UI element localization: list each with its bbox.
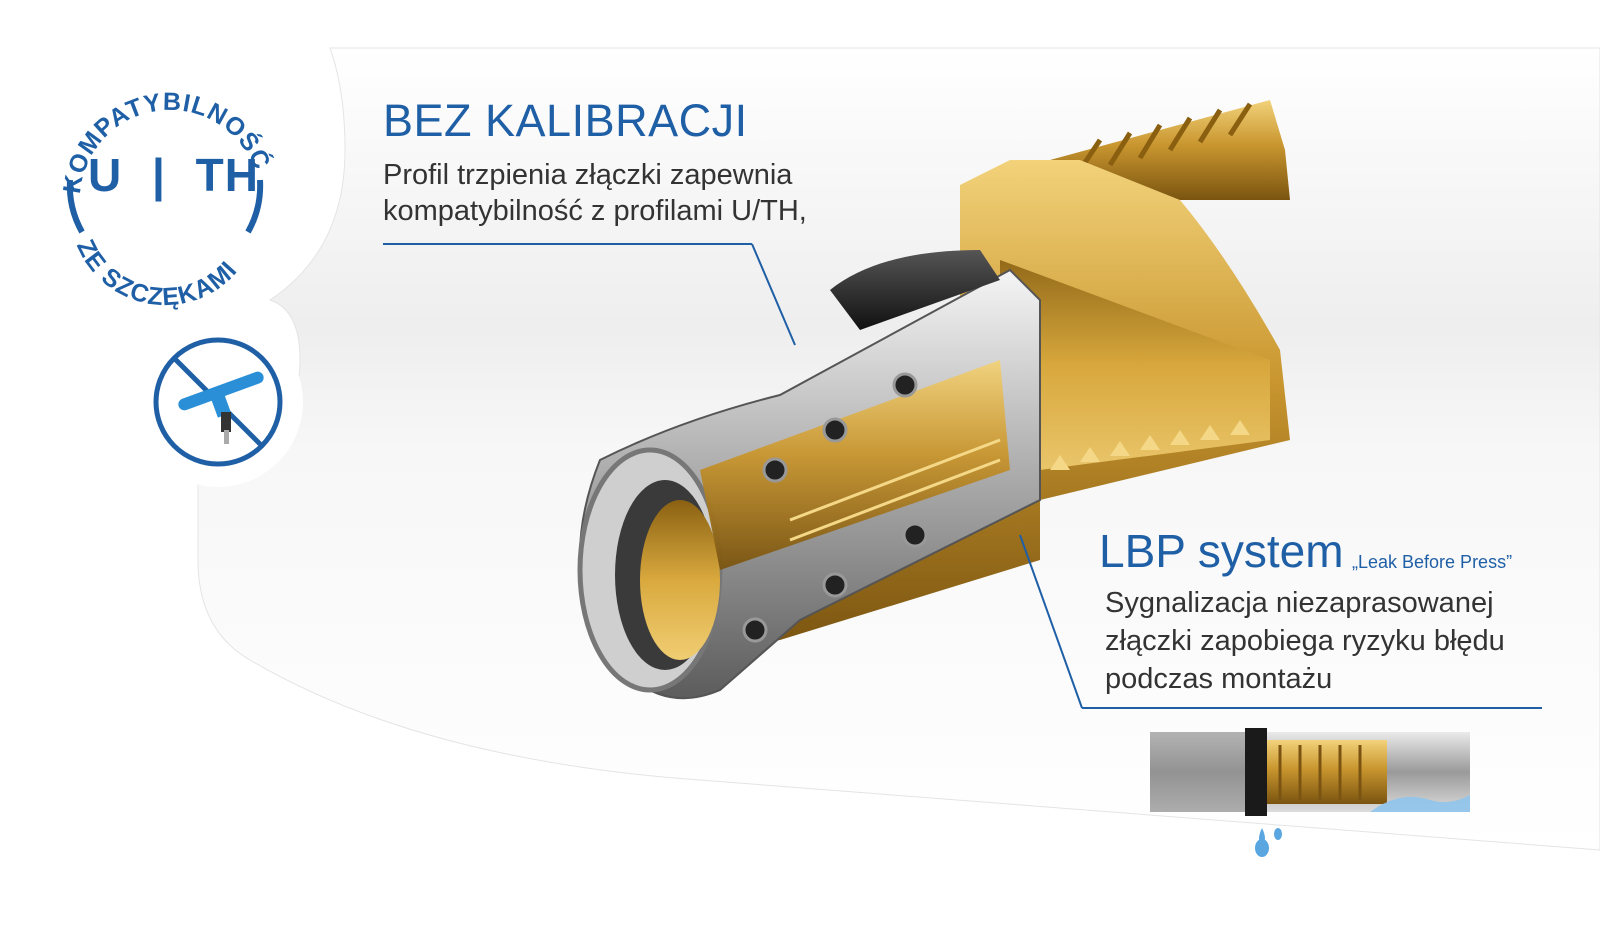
lbp-line: podczas montażu bbox=[1105, 663, 1333, 695]
lbp-title: LBP system bbox=[1099, 525, 1344, 577]
badge-arc-bottom: ZE SZCZĘKAMI bbox=[71, 235, 242, 310]
calibration-tool-crossed-icon bbox=[153, 337, 283, 467]
lbp-subtitle: „Leak Before Press” bbox=[1352, 552, 1513, 572]
bez-kalibracji-description: Profil trzpienia złączki zapewnia kompat… bbox=[383, 157, 807, 229]
badge-center: U | TH bbox=[88, 148, 259, 202]
svg-text:ZE SZCZĘKAMI: ZE SZCZĘKAMI bbox=[71, 235, 243, 310]
lbp-line: złączki zapobiega ryzyku błędu bbox=[1105, 625, 1505, 657]
lbp-line: Sygnalizacja niezaprasowanej bbox=[1105, 587, 1494, 619]
badge-divider: | bbox=[152, 149, 166, 201]
badge-u: U bbox=[88, 149, 123, 201]
bez-kalibracji-line: Profil trzpienia złączki zapewnia bbox=[383, 159, 793, 191]
bez-kalibracji-line: kompatybilność z profilami U/TH, bbox=[383, 195, 807, 227]
bez-kalibracji-title: BEZ KALIBRACJI bbox=[383, 95, 748, 146]
lbp-description: Sygnalizacja niezaprasowanej złączki zap… bbox=[1105, 584, 1505, 698]
compatibility-badge: KOMPATYBILNOŚĆ ZE SZCZĘKAMI bbox=[58, 88, 277, 310]
lbp-leak-icon bbox=[1150, 728, 1470, 857]
badge-th: TH bbox=[195, 149, 259, 201]
